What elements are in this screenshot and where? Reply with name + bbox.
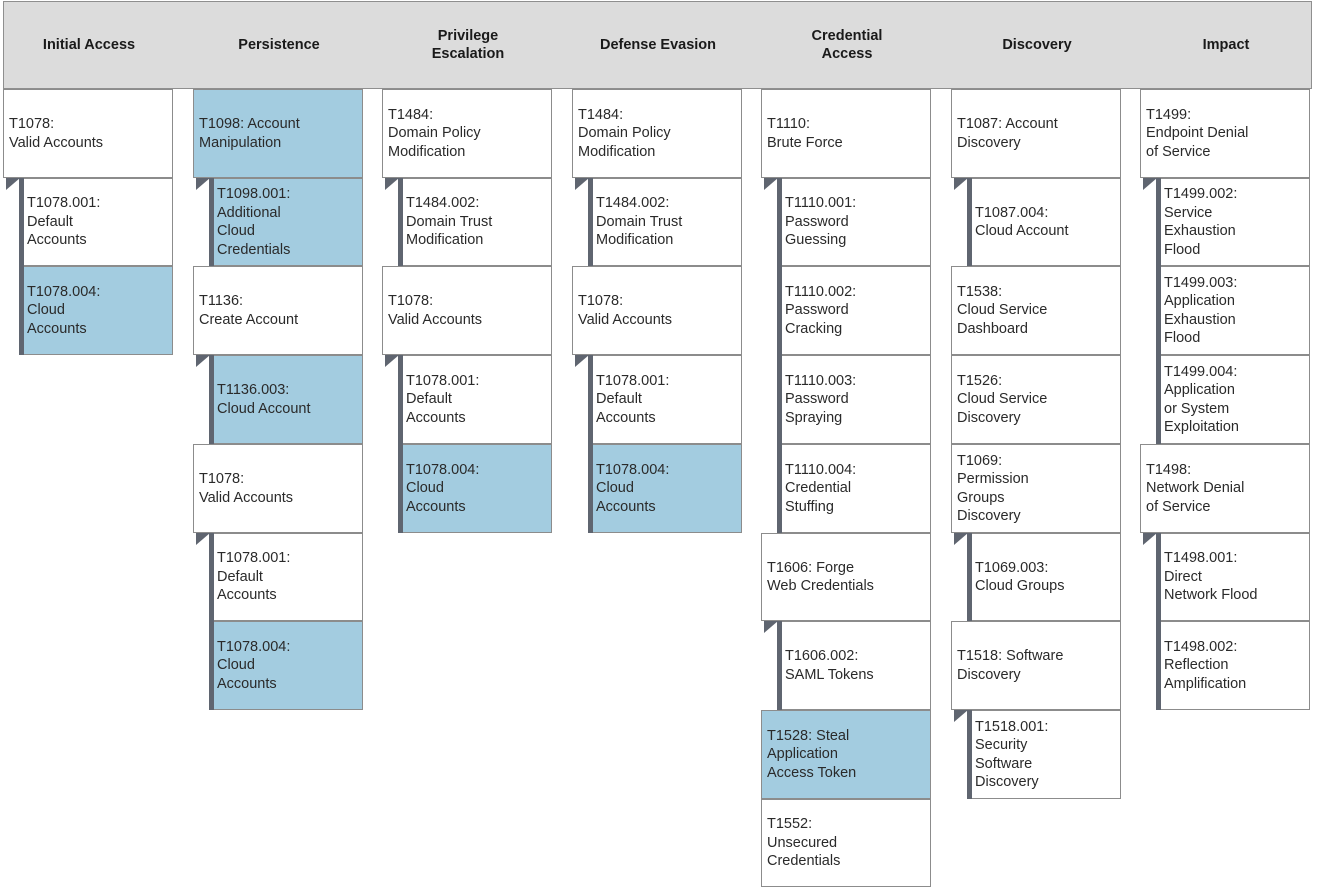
technique-cell[interactable]: T1069: Permission Groups Discovery xyxy=(951,444,1121,533)
sub-technique-cell[interactable]: T1078.004: Cloud Accounts xyxy=(590,444,742,533)
sub-technique-indicator xyxy=(1156,178,1161,266)
sub-technique-cell[interactable]: T1484.002: Domain Trust Modification xyxy=(400,178,552,266)
technique-cell[interactable]: T1526: Cloud Service Discovery xyxy=(951,355,1121,444)
sub-technique-cell[interactable]: T1078.004: Cloud Accounts xyxy=(400,444,552,533)
sub-technique-indicator xyxy=(19,266,24,355)
sub-technique-cell[interactable]: T1078.001: Default Accounts xyxy=(211,533,363,621)
tactic-header-persistence: Persistence xyxy=(238,37,320,53)
sub-technique-cell[interactable]: T1110.001: Password Guessing xyxy=(779,178,931,266)
sub-technique-indicator xyxy=(209,355,214,444)
tactic-header-discovery: Discovery xyxy=(1002,37,1072,53)
sub-technique-cell[interactable]: T1110.003: Password Spraying xyxy=(779,355,931,444)
technique-cell[interactable]: T1499: Endpoint Denial of Service xyxy=(1140,89,1310,178)
sub-technique-cell[interactable]: T1484.002: Domain Trust Modification xyxy=(590,178,742,266)
sub-technique-notch xyxy=(385,178,399,190)
sub-technique-indicator xyxy=(398,178,403,266)
sub-technique-indicator xyxy=(209,621,214,710)
technique-cell[interactable]: T1552: Unsecured Credentials xyxy=(761,799,931,887)
sub-technique-indicator xyxy=(777,178,782,266)
sub-technique-notch xyxy=(954,178,968,190)
sub-technique-cell[interactable]: T1499.004: Application or System Exploit… xyxy=(1158,355,1310,444)
sub-technique-cell[interactable]: T1110.004: Credential Stuffing xyxy=(779,444,931,533)
tactic-header-initial-access: Initial Access xyxy=(42,37,136,53)
technique-cell[interactable]: T1087: Account Discovery xyxy=(951,89,1121,178)
sub-technique-indicator xyxy=(1156,533,1161,621)
sub-technique-indicator xyxy=(588,444,593,533)
sub-technique-cell[interactable]: T1078.004: Cloud Accounts xyxy=(211,621,363,710)
sub-technique-notch xyxy=(196,533,210,545)
sub-technique-cell[interactable]: T1136.003: Cloud Account xyxy=(211,355,363,444)
tactic-header-defense-evasion: Defense Evasion xyxy=(599,37,717,53)
sub-technique-cell[interactable]: T1078.001: Default Accounts xyxy=(21,178,173,266)
technique-cell[interactable]: T1606: Forge Web Credentials xyxy=(761,533,931,621)
tactics-header: Initial Access Persistence Privilege Escal… xyxy=(3,1,1312,89)
sub-technique-indicator xyxy=(398,444,403,533)
technique-cell[interactable]: T1518: Software Discovery xyxy=(951,621,1121,710)
sub-technique-cell[interactable]: T1498.002: Reflection Amplification xyxy=(1158,621,1310,710)
sub-technique-notch xyxy=(196,178,210,190)
sub-technique-cell[interactable]: T1518.001: Security Software Discovery xyxy=(969,710,1121,799)
sub-technique-cell[interactable]: T1098.001: Additional Cloud Credentials xyxy=(211,178,363,266)
technique-cell[interactable]: T1136: Create Account xyxy=(193,266,363,355)
technique-cell[interactable]: T1078: Valid Accounts xyxy=(193,444,363,533)
sub-technique-cell[interactable]: T1078.001: Default Accounts xyxy=(590,355,742,444)
sub-technique-cell[interactable]: T1606.002: SAML Tokens xyxy=(779,621,931,710)
sub-technique-notch xyxy=(196,355,210,367)
technique-cell[interactable]: T1498: Network Denial of Service xyxy=(1140,444,1310,533)
technique-cell[interactable]: T1078: Valid Accounts xyxy=(382,266,552,355)
technique-cell[interactable]: T1528: Steal Application Access Token xyxy=(761,710,931,799)
tactic-header-impact: Impact xyxy=(1202,37,1250,53)
technique-cell[interactable]: T1110: Brute Force xyxy=(761,89,931,178)
sub-technique-notch xyxy=(764,621,778,633)
sub-technique-indicator xyxy=(967,533,972,621)
sub-technique-notch xyxy=(954,533,968,545)
sub-technique-indicator xyxy=(777,355,782,444)
sub-technique-indicator xyxy=(967,178,972,266)
sub-technique-indicator xyxy=(588,355,593,444)
technique-cell[interactable]: T1078: Valid Accounts xyxy=(3,89,173,178)
sub-technique-indicator xyxy=(1156,621,1161,710)
sub-technique-cell[interactable]: T1499.002: Service Exhaustion Flood xyxy=(1158,178,1310,266)
tactic-header-privilege-escalation: Privilege Escalation xyxy=(431,28,505,62)
tactic-header-credential-access: Credential Access xyxy=(811,28,883,62)
sub-technique-notch xyxy=(764,178,778,190)
sub-technique-cell[interactable]: T1087.004: Cloud Account xyxy=(969,178,1121,266)
sub-technique-indicator xyxy=(398,355,403,444)
sub-technique-notch xyxy=(1143,178,1157,190)
sub-technique-indicator xyxy=(1156,266,1161,355)
sub-technique-notch xyxy=(954,710,968,722)
sub-technique-indicator xyxy=(19,178,24,266)
sub-technique-notch xyxy=(385,355,399,367)
technique-cell[interactable]: T1078: Valid Accounts xyxy=(572,266,742,355)
sub-technique-indicator xyxy=(209,178,214,266)
sub-technique-cell[interactable]: T1078.004: Cloud Accounts xyxy=(21,266,173,355)
sub-technique-notch xyxy=(575,355,589,367)
sub-technique-cell[interactable]: T1069.003: Cloud Groups xyxy=(969,533,1121,621)
sub-technique-notch xyxy=(1143,533,1157,545)
technique-cell[interactable]: T1098: Account Manipulation xyxy=(193,89,363,178)
sub-technique-cell[interactable]: T1078.001: Default Accounts xyxy=(400,355,552,444)
sub-technique-cell[interactable]: T1498.001: Direct Network Flood xyxy=(1158,533,1310,621)
sub-technique-indicator xyxy=(588,178,593,266)
sub-technique-cell[interactable]: T1110.002: Password Cracking xyxy=(779,266,931,355)
sub-technique-indicator xyxy=(777,266,782,355)
technique-cell[interactable]: T1484: Domain Policy Modification xyxy=(382,89,552,178)
technique-cell[interactable]: T1484: Domain Policy Modification xyxy=(572,89,742,178)
sub-technique-cell[interactable]: T1499.003: Application Exhaustion Flood xyxy=(1158,266,1310,355)
technique-cell[interactable]: T1538: Cloud Service Dashboard xyxy=(951,266,1121,355)
sub-technique-indicator xyxy=(777,621,782,710)
sub-technique-indicator xyxy=(777,444,782,533)
sub-technique-notch xyxy=(6,178,20,190)
sub-technique-indicator xyxy=(209,533,214,621)
sub-technique-indicator xyxy=(1156,355,1161,444)
sub-technique-indicator xyxy=(967,710,972,799)
sub-technique-notch xyxy=(575,178,589,190)
